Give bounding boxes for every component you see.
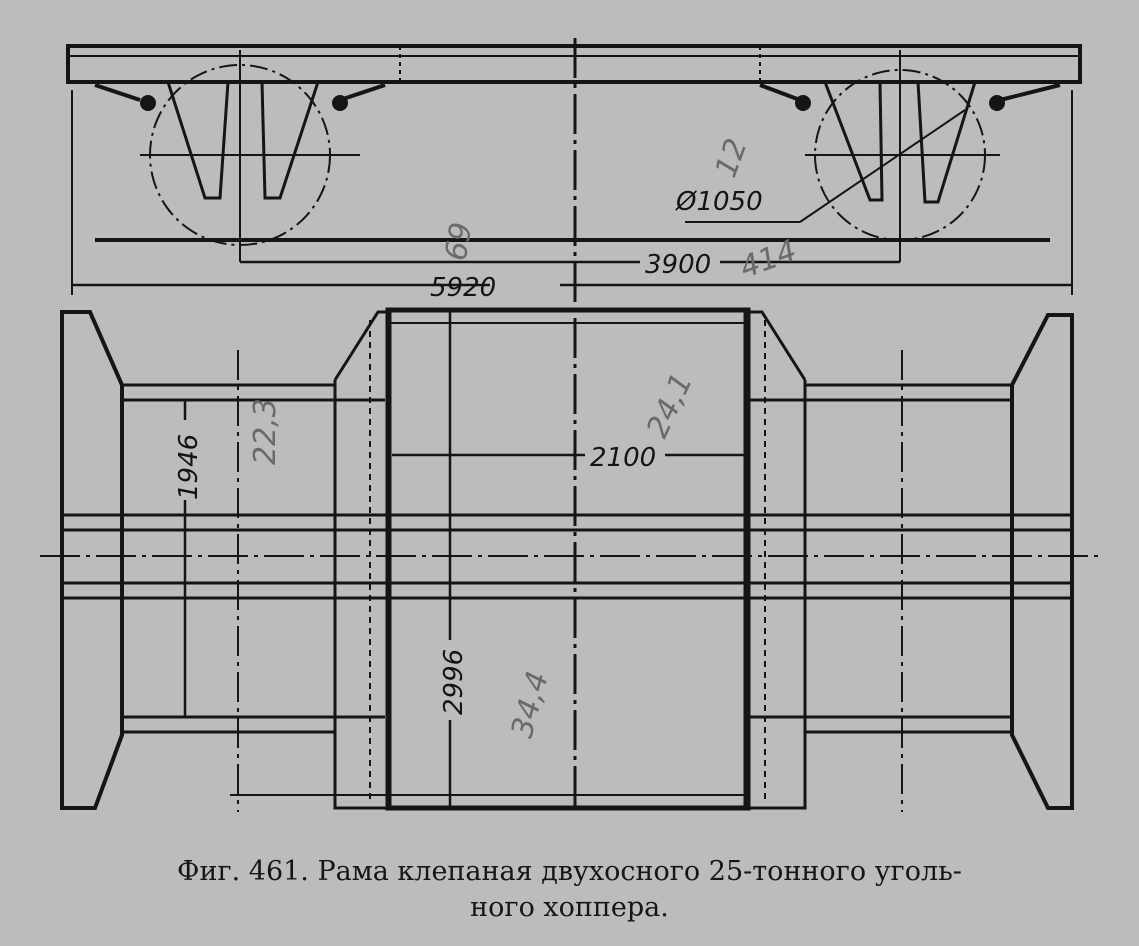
svg-text:34,4: 34,4 — [505, 668, 556, 742]
bolster-right — [743, 310, 807, 810]
handwritten-notes: 12 69 414 24,1 22,3 34,4 — [248, 134, 801, 741]
svg-text:24,1: 24,1 — [640, 368, 700, 443]
svg-text:12: 12 — [709, 134, 755, 182]
end-beam-right — [1010, 313, 1074, 810]
dim-wheelbase: 3900 — [645, 250, 711, 280]
svg-text:69: 69 — [439, 220, 480, 264]
figure-caption-line2: ного хоппера. — [470, 892, 669, 923]
spring-hangers — [94, 83, 1061, 111]
dim-wheel-diameter: Ø1050 — [675, 187, 763, 217]
end-beam-left — [60, 310, 124, 810]
svg-text:22,3: 22,3 — [248, 398, 283, 465]
figure-caption-line1: Фиг. 461. Рама клепаная двухосного 25-то… — [177, 856, 962, 887]
dim-inner-width: 1946 — [174, 434, 204, 500]
side-beam — [66, 44, 1082, 84]
bolster-left — [333, 310, 392, 810]
longitudinal-beams — [40, 383, 1100, 734]
dim-center-span: 2100 — [590, 443, 656, 473]
plan-view: 2100 2996 1946 — [40, 307, 1100, 812]
dim-overall-length: 5920 — [430, 273, 496, 303]
hopper-opening — [385, 307, 751, 811]
dim-outer-width: 2996 — [439, 649, 469, 715]
side-view: Ø1050 3900 5920 — [66, 44, 1082, 303]
